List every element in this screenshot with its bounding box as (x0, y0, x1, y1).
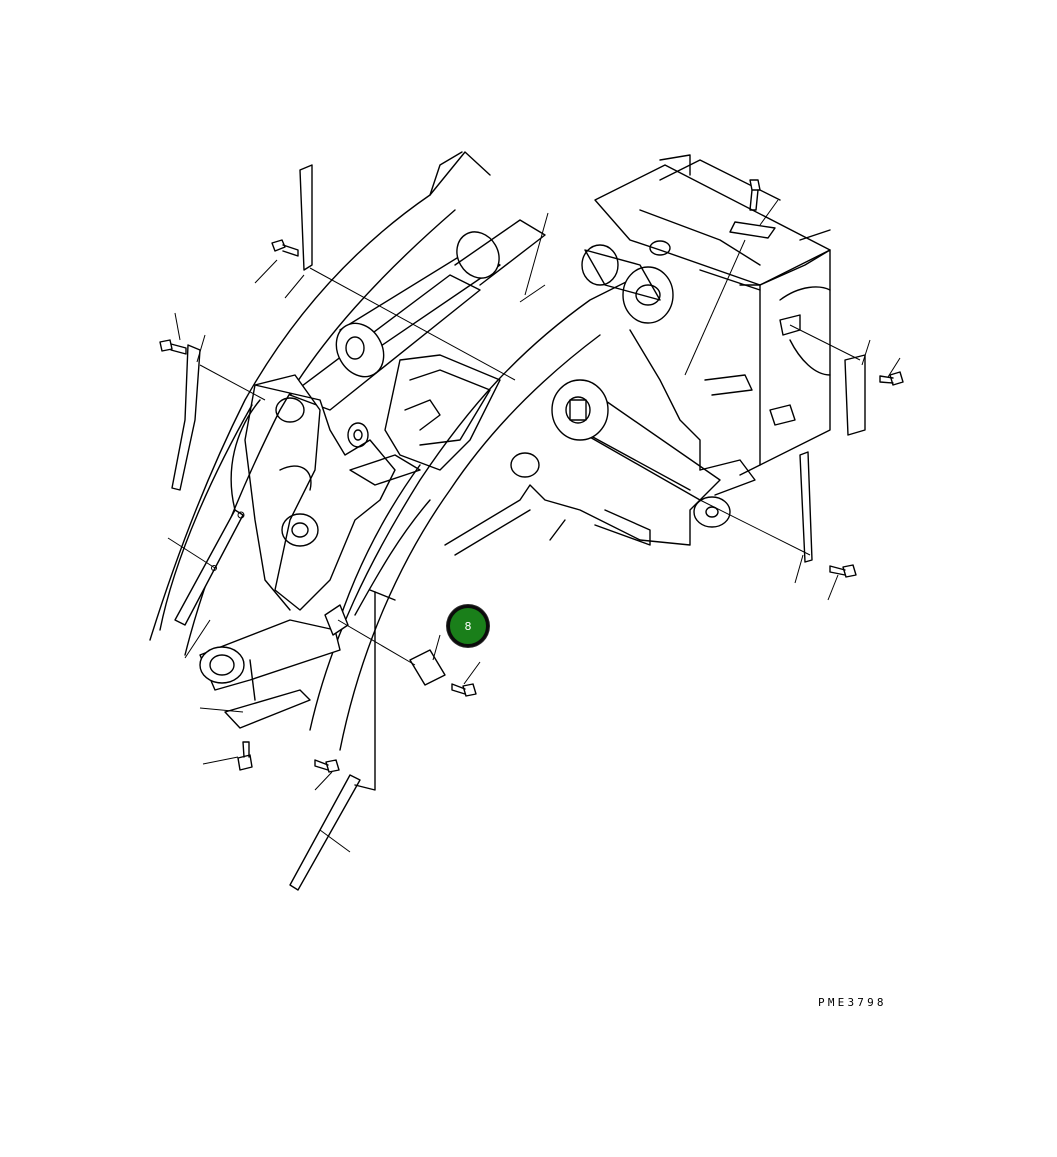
left-cylinder (289, 219, 546, 411)
bolt-icon (314, 759, 340, 773)
bolt-icon (879, 371, 904, 386)
bolt-icon (451, 683, 477, 697)
callout-number: 8 (464, 620, 472, 633)
drawing-code: PME3798 (818, 996, 887, 1009)
leader-lines (167, 199, 901, 853)
bolt-icon (829, 564, 857, 578)
bolt-icon (749, 179, 761, 211)
callout-8-button[interactable]: 8 (447, 605, 489, 647)
bolt-icon (159, 339, 187, 355)
left-linkage (244, 374, 396, 611)
lower-link (199, 619, 341, 701)
centre-frame (347, 354, 501, 486)
rear-frame (594, 154, 831, 476)
centre-brackets (224, 221, 866, 891)
left-strips (171, 164, 313, 626)
bolt-icon-group (159, 179, 904, 773)
bolt-icon (271, 239, 299, 257)
right-cylinder (551, 244, 756, 528)
lower-right-frame (444, 452, 701, 556)
bolt-icon (237, 741, 253, 771)
